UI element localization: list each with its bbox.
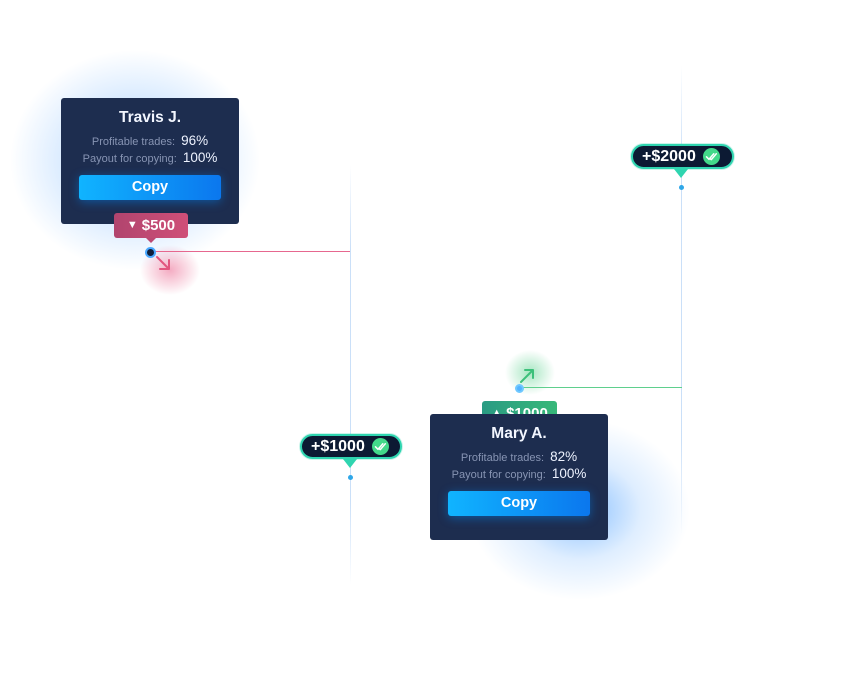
arrow-down-right-icon	[156, 256, 170, 270]
result-pill: +$1000	[300, 434, 402, 459]
profitable-trades-value: 96%	[181, 133, 209, 148]
down-trade-line	[152, 251, 350, 252]
copy-button[interactable]: Copy	[448, 491, 590, 516]
payout-value: 100%	[551, 466, 587, 481]
timeline-guide-middle	[350, 165, 351, 585]
profitable-trades-row: Profitable trades: 96%	[61, 133, 239, 148]
trade-amount: $500	[141, 217, 176, 234]
copy-button[interactable]: Copy	[79, 175, 221, 200]
timeline-point	[679, 185, 684, 190]
trader-card-travis: Travis J. Profitable trades: 96% Payout …	[61, 98, 239, 224]
payout-row: Payout for copying: 100%	[61, 150, 239, 165]
payout-label: Payout for copying:	[82, 153, 177, 165]
payout-row: Payout for copying: 100%	[430, 466, 608, 481]
up-trade-line	[519, 387, 682, 388]
trader-card-mary: Mary A. Profitable trades: 82% Payout fo…	[430, 414, 608, 540]
payout-label: Payout for copying:	[451, 469, 546, 481]
trader-name: Mary A.	[491, 425, 547, 442]
triangle-up-icon: ▲	[491, 407, 503, 419]
pill-pointer	[343, 459, 357, 468]
badge-pointer	[146, 238, 156, 243]
timeline-guide-right	[681, 65, 682, 535]
trader-name: Travis J.	[118, 109, 182, 126]
result-amount: +$1000	[311, 438, 365, 455]
timeline-point	[348, 475, 353, 480]
triangle-down-icon: ▼	[126, 219, 138, 231]
double-check-icon	[702, 148, 720, 165]
pill-pointer	[674, 169, 688, 178]
trade-entry-point	[515, 384, 524, 393]
arrow-up-right-icon	[520, 369, 534, 383]
profitable-trades-label: Profitable trades:	[460, 452, 545, 464]
payout-value: 100%	[182, 150, 218, 165]
trade-badge-down: ▼ $500	[114, 213, 188, 243]
double-check-icon	[371, 438, 389, 455]
profitable-trades-value: 82%	[550, 449, 578, 464]
result-amount: +$2000	[642, 148, 696, 165]
trade-entry-point	[145, 247, 156, 258]
result-pill: +$2000	[631, 144, 734, 169]
profitable-trades-label: Profitable trades:	[91, 136, 176, 148]
profitable-trades-row: Profitable trades: 82%	[430, 449, 608, 464]
